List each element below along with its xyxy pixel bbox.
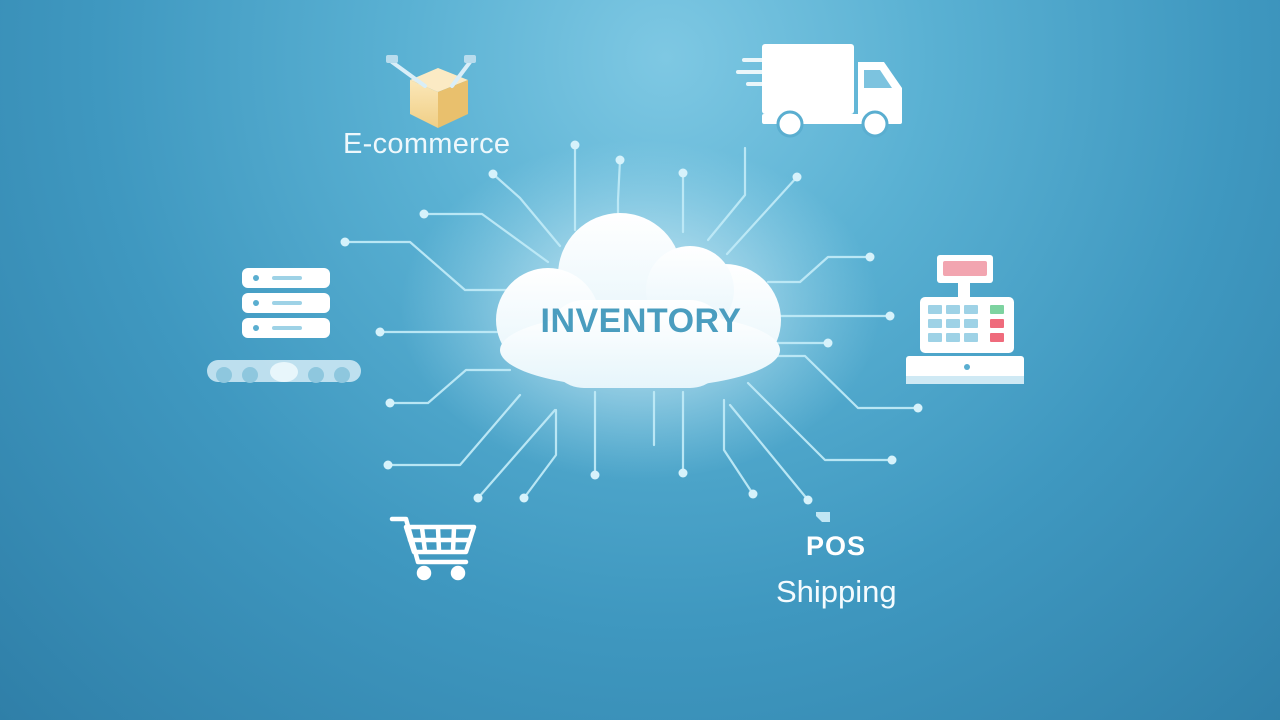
node-label-ecommerce: E-commerce xyxy=(343,128,511,160)
connector-dot xyxy=(615,155,625,165)
connector-dot xyxy=(385,398,395,408)
connector-dot xyxy=(375,327,385,337)
connector-dot xyxy=(419,209,429,219)
node-label-shipping: Shipping xyxy=(776,574,897,609)
connector-line xyxy=(706,146,747,242)
connector-dot xyxy=(473,493,483,503)
connector-line xyxy=(728,403,810,502)
connector-line xyxy=(343,240,522,292)
connector-dot xyxy=(488,169,498,179)
connector-dot xyxy=(340,237,350,247)
connector-dot xyxy=(383,460,393,470)
box-drone-icon xyxy=(386,55,476,128)
connector-dot xyxy=(748,489,758,499)
connector-line xyxy=(388,368,512,405)
connector-dot xyxy=(792,172,802,182)
connector-dot xyxy=(887,455,897,465)
connector-lines xyxy=(343,143,920,502)
node-label-pos: POS xyxy=(806,531,867,561)
connector-line xyxy=(722,398,755,496)
connector-line xyxy=(725,175,799,256)
connector-line xyxy=(758,354,920,410)
connector-dot xyxy=(678,168,688,178)
cloud-icon xyxy=(496,213,781,388)
connector-dots xyxy=(340,140,923,505)
connector-dot xyxy=(519,493,529,503)
connector-dot xyxy=(803,495,813,505)
connector-dot xyxy=(678,468,688,478)
cash-register-icon xyxy=(906,255,1024,384)
connector-dot xyxy=(570,140,580,150)
shopping-cart-icon xyxy=(389,516,477,581)
connector-line xyxy=(422,212,550,264)
connector-dot xyxy=(913,403,923,413)
connector-dot xyxy=(823,338,833,348)
server-conveyor-icon xyxy=(207,268,361,383)
connector-dot xyxy=(885,311,895,321)
connector-dot xyxy=(590,470,600,480)
connector-line xyxy=(491,172,562,248)
delivery-truck-icon xyxy=(736,44,902,138)
connector-line xyxy=(766,255,872,284)
connector-line xyxy=(746,381,894,462)
center-label: INVENTORY xyxy=(540,302,742,340)
connector-line xyxy=(522,408,558,500)
connector-dot xyxy=(865,252,875,262)
connector-line xyxy=(386,393,522,467)
tag-icon xyxy=(816,512,830,522)
connector-line xyxy=(476,408,557,500)
